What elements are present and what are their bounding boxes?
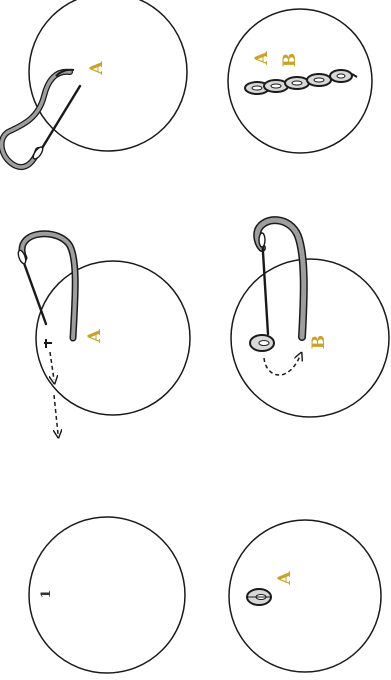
needle-icon (32, 86, 80, 160)
step-number: 1 (39, 589, 54, 598)
label-a: A (252, 51, 272, 66)
dashed-arrow-icon (264, 356, 300, 375)
label-b: B (309, 335, 329, 349)
label-a: A (87, 61, 107, 76)
dashed-arrow-icon (54, 395, 58, 434)
stitch-entry-mark (44, 339, 52, 348)
needle-icon (17, 249, 46, 324)
label-a: A (85, 329, 105, 344)
panel-bottom-right: A (229, 520, 381, 672)
fabric-circle (36, 261, 190, 415)
stitch-loop-icon (250, 335, 274, 351)
label-b: B (280, 53, 300, 67)
panel-mid-left: A (17, 234, 190, 434)
panel-mid-right: B (231, 220, 389, 417)
label-a: A (275, 571, 295, 586)
panel-top-right: A B (228, 9, 372, 153)
dashed-arrow-icon (50, 352, 54, 380)
chain-stitch-icon (245, 70, 357, 94)
thread-loop-icon (22, 234, 75, 338)
panel-bottom-left: 1 (29, 517, 185, 673)
stitch-loop-icon (246, 589, 272, 605)
panel-top-left: A (2, 0, 187, 167)
